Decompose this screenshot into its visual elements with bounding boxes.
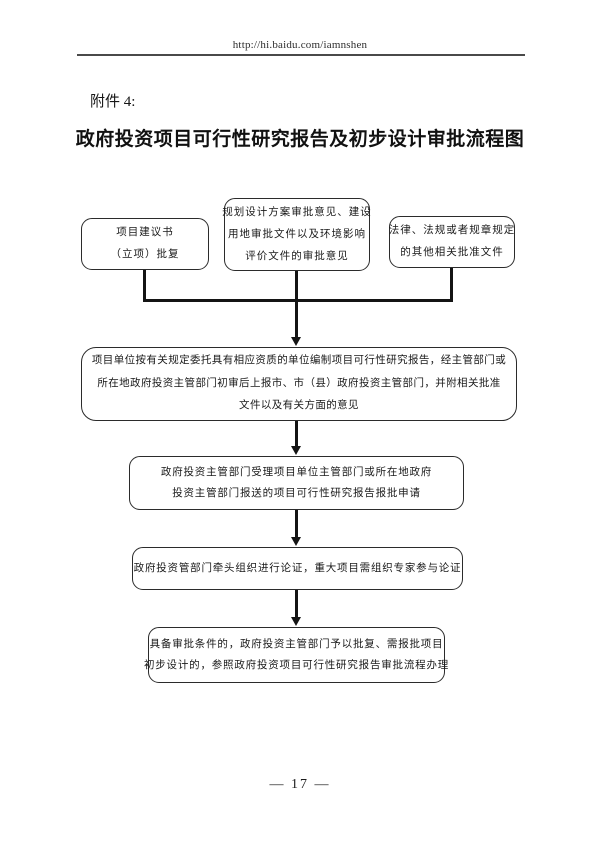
flow-box-line: 项目建议书 bbox=[116, 227, 174, 238]
flow-box-line: 政府投资主管部门受理项目单位主管部门或所在地政府 bbox=[160, 466, 433, 478]
arrowhead-down-icon bbox=[291, 446, 301, 455]
header-url: http://hi.baidu.com/iamnshen bbox=[232, 39, 368, 51]
flow-box-line: 文件以及有关方面的意见 bbox=[239, 400, 359, 412]
flow-box-line: 规划设计方案审批意见、建设 bbox=[222, 206, 372, 218]
page-title: 政府投资项目可行性研究报告及初步设计审批流程图 bbox=[75, 129, 525, 150]
connector-left-stub bbox=[143, 270, 146, 302]
arrowhead-down-icon bbox=[291, 337, 301, 346]
flow-box-project-proposal-approval: 项目建议书 （立项）批复 bbox=[81, 218, 209, 270]
flow-box-organize-demonstration: 政府投资管部门牵头组织进行论证，重大项目需组织专家参与论证 bbox=[132, 547, 463, 590]
arrowhead-down-icon bbox=[291, 537, 301, 546]
flow-box-line: 法律、法规或者规章规定 bbox=[388, 225, 516, 236]
header-rule bbox=[77, 54, 525, 56]
flow-box-line: 的其他相关批准文件 bbox=[400, 247, 504, 258]
flow-box-other-legal-documents: 法律、法规或者规章规定 的其他相关批准文件 bbox=[389, 216, 515, 268]
flow-box-line: 具备审批条件的，政府投资主管部门予以批复、需报批项目 bbox=[149, 638, 444, 650]
flow-box-line: 评价文件的审批意见 bbox=[245, 250, 349, 262]
flow-box-line: 政府投资管部门牵头组织进行论证，重大项目需组织专家参与论证 bbox=[133, 562, 462, 574]
connector-merge-bar bbox=[143, 299, 453, 302]
flow-box-line: 初步设计的，参照政府投资项目可行性研究报告审批流程办理 bbox=[143, 660, 450, 671]
arrowhead-down-icon bbox=[291, 617, 301, 626]
flow-box-approval-decision: 具备审批条件的，政府投资主管部门予以批复、需报批项目 初步设计的，参照政府投资项… bbox=[144, 627, 448, 683]
connector-step2-step3 bbox=[295, 510, 298, 538]
connector-center-line bbox=[295, 271, 298, 338]
connector-step3-step4 bbox=[295, 590, 298, 618]
flow-box-line: 用地审批文件以及环境影响 bbox=[228, 228, 366, 240]
flow-box-line: 投资主管部门报送的项目可行性研究报告报批申请 bbox=[172, 488, 421, 499]
flow-box-line: （立项）批复 bbox=[110, 249, 180, 260]
connector-right-stub bbox=[450, 268, 453, 302]
flow-box-planning-design-opinions: 规划设计方案审批意见、建设 用地审批文件以及环境影响 评价文件的审批意见 bbox=[222, 198, 372, 271]
page-number: — 17 — bbox=[269, 777, 331, 792]
flow-box-line: 项目单位按有关规定委托具有相应资质的单位编制项目可行性研究报告，经主管部门或 bbox=[91, 355, 507, 367]
flow-box-compile-and-submit-report: 项目单位按有关规定委托具有相应资质的单位编制项目可行性研究报告，经主管部门或 所… bbox=[81, 347, 517, 421]
connector-step1-step2 bbox=[295, 421, 298, 447]
attachment-label: 附件 4: bbox=[90, 94, 136, 110]
flow-box-accept-application: 政府投资主管部门受理项目单位主管部门或所在地政府 投资主管部门报送的项目可行性研… bbox=[129, 456, 464, 510]
flow-box-line: 所在地政府投资主管部门初审后上报市、市（县）政府投资主管部门，并附相关批准 bbox=[97, 377, 501, 389]
